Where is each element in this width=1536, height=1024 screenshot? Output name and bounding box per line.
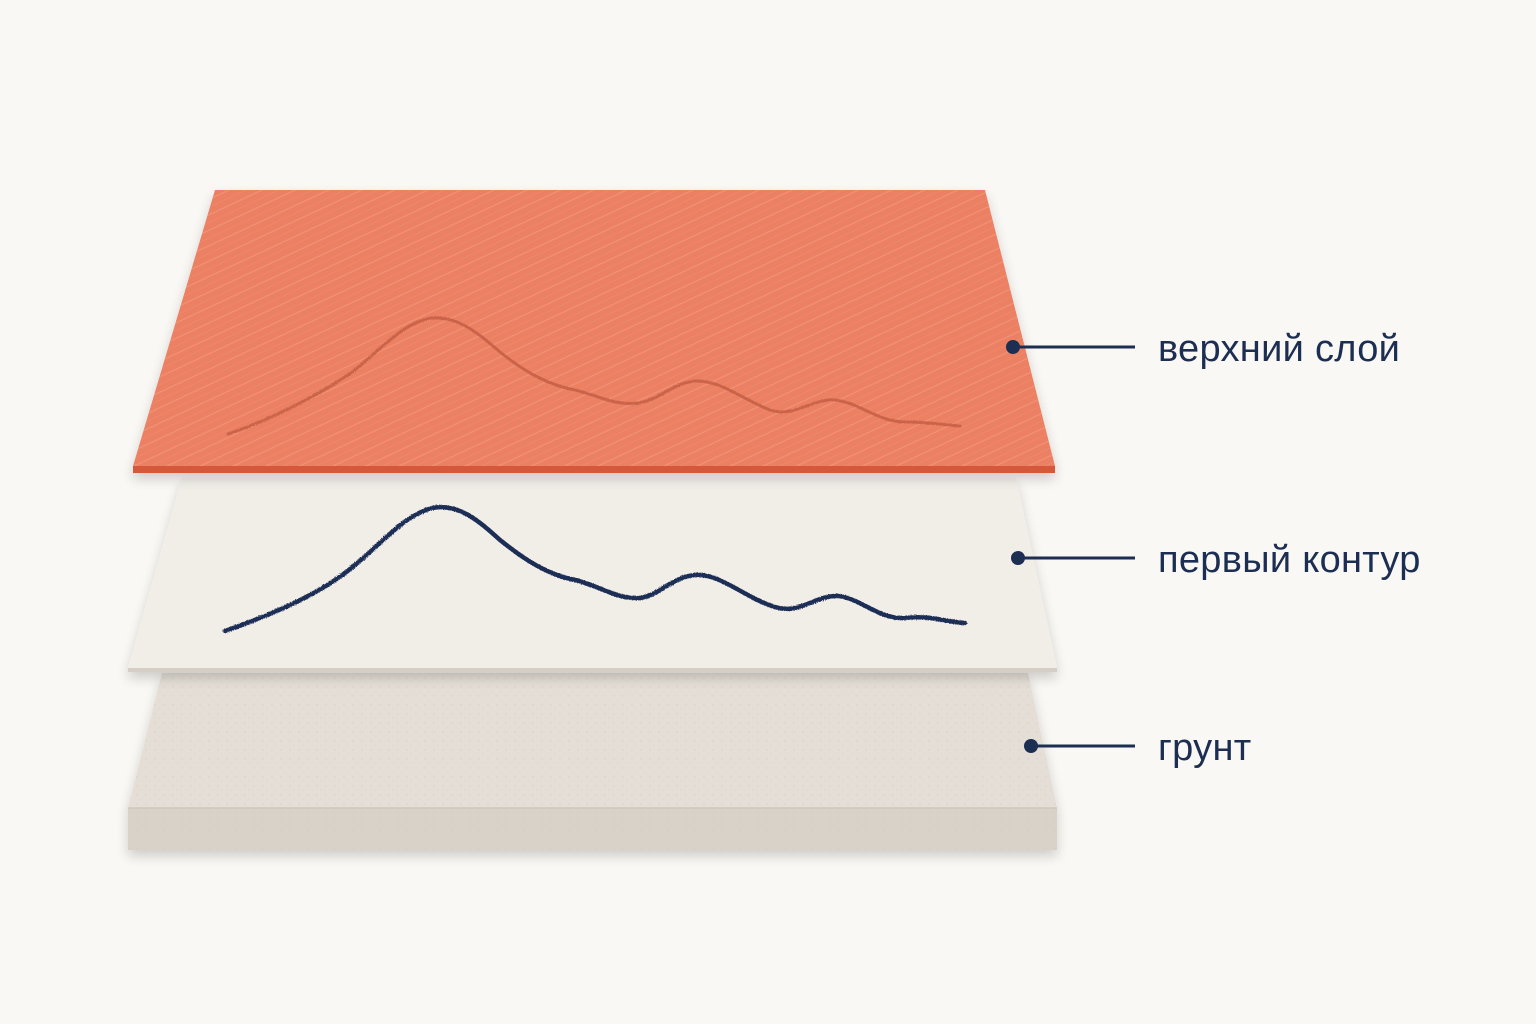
- paper-sheet-shape: [128, 478, 1057, 672]
- leader-middle: [1011, 551, 1135, 565]
- base-layer-label: грунт: [1158, 727, 1252, 769]
- faint-contour-line: [226, 316, 962, 436]
- contour-line: [222, 504, 968, 634]
- crayon-sheet-shape: [133, 190, 1055, 473]
- middle-layer-label: первый контур: [1158, 539, 1421, 581]
- base-board-shape: [128, 673, 1057, 850]
- leader-bottom: [1024, 739, 1135, 753]
- leader-top: [1006, 340, 1135, 354]
- top-layer-label: верхний слой: [1158, 328, 1401, 370]
